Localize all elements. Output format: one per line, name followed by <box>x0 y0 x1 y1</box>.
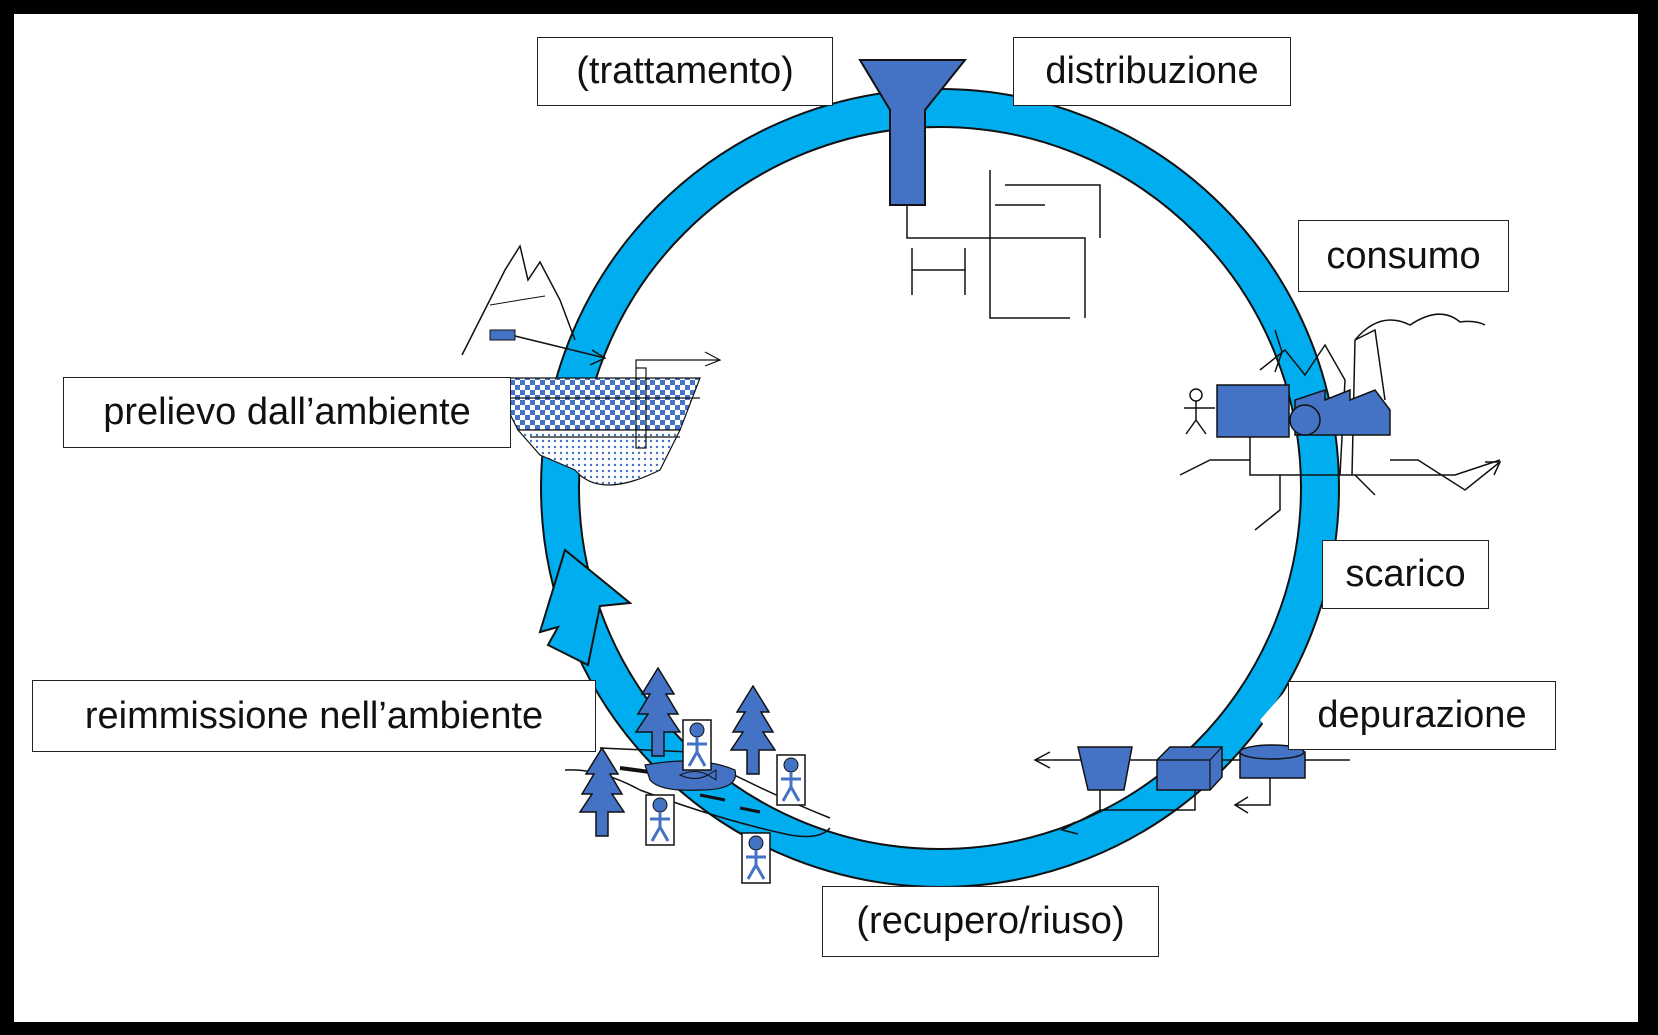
label-distribuzione: distribuzione <box>1013 37 1291 106</box>
label-depurazione: depurazione <box>1288 681 1556 750</box>
cycle-ring-fill <box>542 90 1338 886</box>
fish-icon <box>678 769 717 781</box>
label-recupero: (recupero/riuso) <box>822 886 1159 957</box>
funnel-icon <box>858 59 968 206</box>
mountain-icon <box>461 244 576 356</box>
person-icon <box>1184 388 1215 435</box>
label-reimmissione: reimmissione nell’ambiente <box>32 680 596 752</box>
person-icon <box>740 831 772 885</box>
intake-pipe-icon <box>489 329 516 341</box>
label-consumo: consumo <box>1298 220 1509 292</box>
distribution-pipes-icon <box>906 170 1101 319</box>
label-prelievo: prelievo dall’ambiente <box>63 377 511 448</box>
factory-icon <box>1179 313 1502 531</box>
tree-icon <box>730 685 776 775</box>
person-icon <box>775 753 807 807</box>
person-icon <box>681 718 713 772</box>
label-trattamento: (trattamento) <box>537 37 833 106</box>
person-icon <box>644 793 676 847</box>
cycle-direction-arrow-icon <box>538 548 633 667</box>
label-scarico: scarico <box>1322 540 1489 609</box>
tree-icon <box>579 747 625 837</box>
reservoir-icon <box>491 351 722 486</box>
